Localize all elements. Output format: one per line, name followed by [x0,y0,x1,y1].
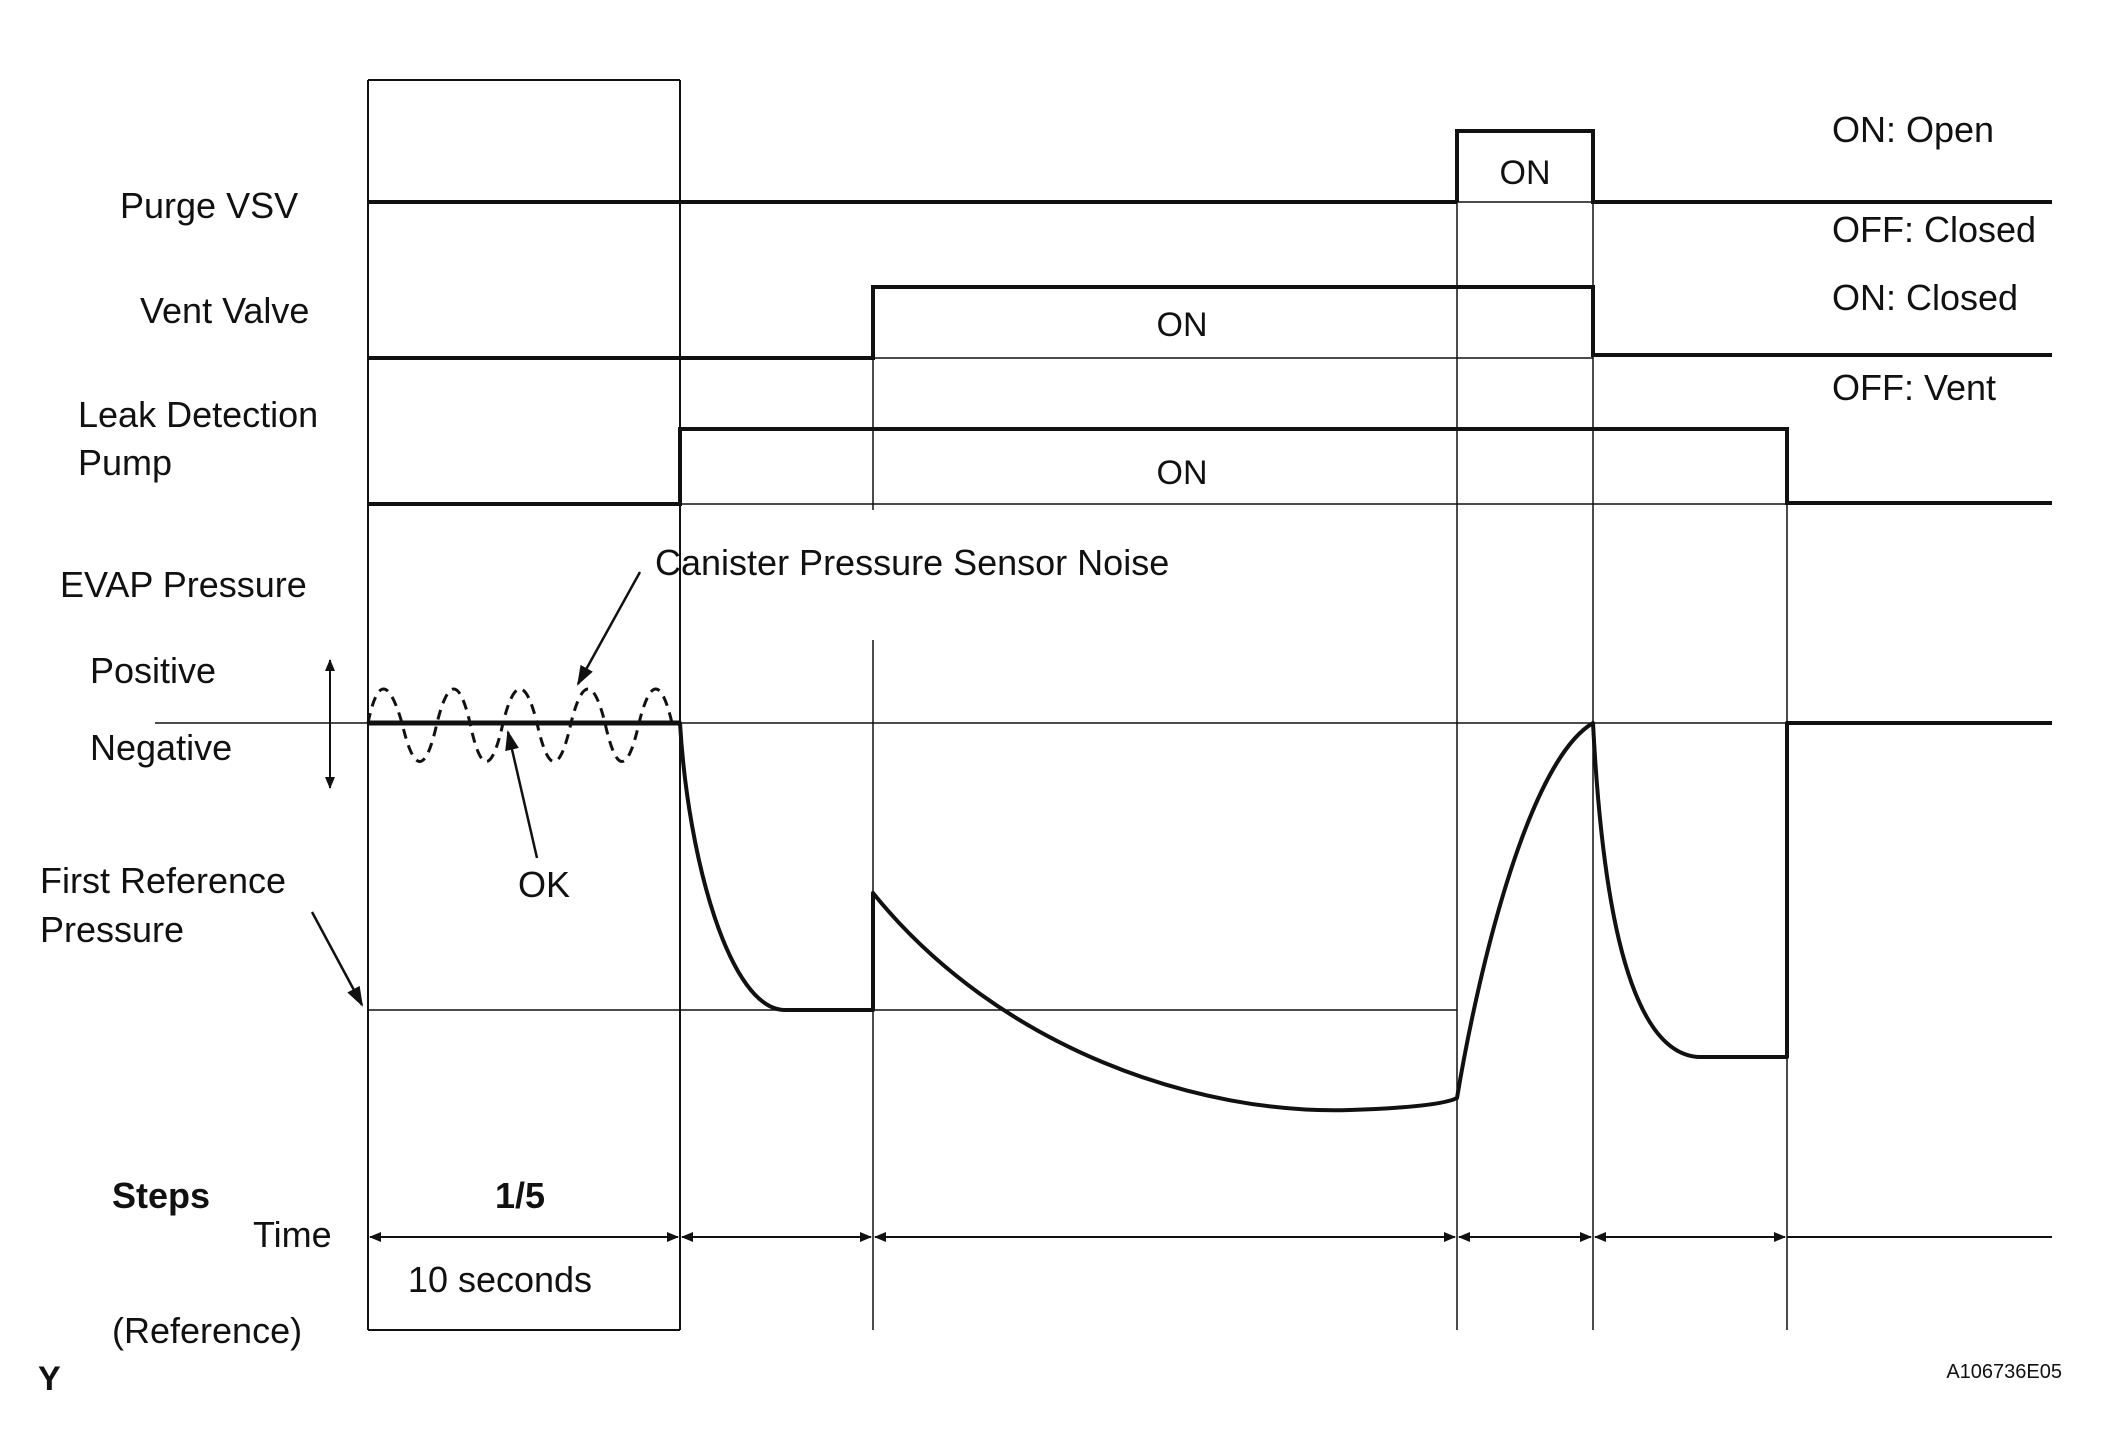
evap-pressure-trace [368,721,2052,1113]
evap-pressure-label: EVAP Pressure [60,564,307,605]
purge-vsv-label: Purge VSV [120,185,298,226]
reference-label: (Reference) [112,1310,302,1351]
corner-mark: Y [38,1360,61,1398]
negative-label: Negative [90,727,232,768]
figure-code: A106736E05 [1946,1361,2062,1383]
sensor-noise-arrow [576,571,642,686]
vent-valve-state-on: ON: Closed [1832,277,2018,318]
purge-vsv-on-text: ON [1500,154,1551,192]
time-label: Time [253,1214,332,1255]
ok-arrow [505,730,539,859]
ok-label: OK [518,864,570,905]
purge-vsv-signal [368,129,2052,204]
purge-vsv-state-off: OFF: Closed [1832,209,2036,250]
phase-boundaries [872,130,1788,1330]
sensor-noise-label: Canister Pressure Sensor Noise [655,542,1169,583]
leak-pump-signal [368,427,2052,506]
purge-vsv-state-on: ON: Open [1832,109,1994,150]
step-box [367,79,681,1331]
duration-label: 10 seconds [408,1259,592,1300]
sensor-noise-wave [366,687,674,763]
vent-valve-label: Vent Valve [140,290,309,331]
first-reference-label-2: Pressure [40,909,184,950]
leak-pump-on-text: ON [1157,454,1208,492]
vent-valve-on-text: ON [1157,306,1208,344]
steps-label: Steps [112,1175,210,1216]
leak-pump-label-1: Leak Detection [78,394,318,435]
first-reference-arrow [310,911,364,1007]
step-value: 1/5 [495,1175,545,1216]
vent-valve-signal [368,285,2052,360]
first-reference-label-1: First Reference [40,860,286,901]
vent-valve-state-off: OFF: Vent [1832,367,1996,408]
leak-pump-label-2: Pump [78,442,172,483]
positive-label: Positive [90,650,216,691]
